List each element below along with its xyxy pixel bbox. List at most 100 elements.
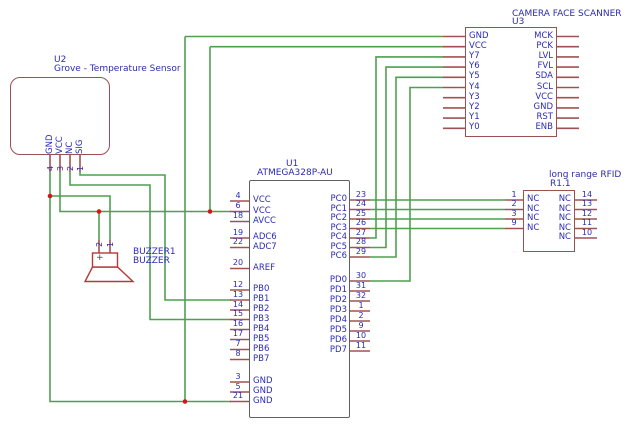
pin-label-scl: SCL: [536, 81, 553, 92]
temp-sensor-pin-stubs: [49, 155, 81, 172]
pin-label-pc6: PC6: [330, 251, 347, 261]
pin-number-13: 13: [232, 289, 244, 299]
mcu-body[interactable]: [249, 180, 350, 418]
pin-label-adc6: ADC6: [253, 232, 277, 242]
junction-dot: [207, 209, 213, 214]
junction-dot: [47, 193, 53, 199]
pin-number-2: 2: [511, 199, 517, 208]
pin-label-pb1: PB1: [253, 294, 270, 304]
buzzer-ref: BUZZER1: [133, 247, 176, 257]
pin-label-y4: Y4: [469, 81, 480, 92]
pin-label-pb5: PB5: [253, 333, 270, 344]
pin-number-2: 2: [358, 310, 364, 320]
buzzer-base: [91, 252, 119, 268]
rfid-body[interactable]: [523, 190, 575, 252]
pin-label-pb7: PB7: [253, 353, 270, 364]
pin-number-9: 9: [511, 218, 517, 227]
pin-label-vcc: VCC: [535, 91, 553, 102]
pin-number-6: 6: [235, 201, 241, 210]
pin-number-3: 3: [235, 371, 241, 381]
gnd-net-wire: [49, 35, 443, 403]
pin-label-pb2: PB2: [253, 304, 270, 314]
buzzer-pin-stubs: [98, 240, 111, 253]
pin-number-2: 2: [65, 165, 75, 171]
pin-number-26: 26: [355, 218, 367, 227]
junction-dot: [182, 399, 188, 404]
sig-to-pb1-wire: [79, 172, 231, 301]
pin-number-24: 24: [355, 199, 367, 208]
pin-number-1: 1: [358, 300, 364, 310]
pin-label-gnd: GND: [253, 376, 273, 386]
pin-label-y3: Y3: [469, 91, 480, 102]
pin-label-pd0: PD0: [329, 275, 347, 285]
pin-number-23: 23: [355, 189, 367, 199]
pin-label-adc7: ADC7: [253, 241, 277, 252]
pin-number-7: 7: [235, 339, 241, 348]
pin-label-pb4: PB4: [253, 323, 270, 334]
pin-label-nc: NC: [558, 203, 571, 214]
pc4-to-y7-wire: [370, 56, 443, 239]
pin-label-pc4: PC4: [330, 232, 347, 242]
pin-number-12: 12: [581, 208, 593, 218]
buzzer-symbol[interactable]: [83, 252, 135, 283]
pin-number-13: 13: [581, 199, 593, 208]
pin-number-10: 10: [355, 330, 367, 340]
pin-label-rst: RST: [536, 112, 554, 123]
nc-to-pb3-wire: [69, 172, 231, 321]
pin-label-pd5: PD5: [329, 325, 347, 335]
pin-number-3: 3: [511, 208, 517, 218]
pin-number-1: 1: [511, 189, 517, 199]
pin-label-nc: NC: [527, 203, 540, 214]
pin-number-19: 19: [232, 227, 244, 237]
pin-label-sda: SDA: [535, 71, 553, 82]
pin-label-y0: Y0: [469, 122, 480, 133]
camera-title: CAMERA FACE SCANNER: [512, 9, 622, 19]
pin-number-11: 11: [581, 218, 593, 227]
junction-dot: [96, 209, 102, 214]
pin-label-pc0: PC0: [330, 194, 347, 204]
camera-body[interactable]: [465, 27, 557, 137]
pin-label-aref: AREF: [253, 262, 275, 273]
pin-label-pd7: PD7: [329, 345, 347, 355]
pin-label-y5: Y5: [469, 71, 480, 82]
pin-label-nc: NC: [558, 232, 571, 242]
camera-left-pin-stubs: [443, 35, 465, 130]
pd0-to-y4-wire: [370, 86, 443, 282]
mcu-left-pin-stubs: [230, 200, 250, 403]
pin-label-nc: NC: [558, 222, 571, 233]
pin-label-pb0: PB0: [253, 284, 270, 294]
camera-right-pin-stubs: [557, 35, 579, 130]
pin-number-27: 27: [355, 227, 367, 237]
pin-number-28: 28: [355, 237, 367, 246]
camera-ref: U3: [512, 17, 525, 27]
pin-label-pb6: PB6: [253, 343, 270, 354]
pin-label-pd3: PD3: [329, 305, 347, 315]
pin-label-gnd: GND: [253, 395, 273, 406]
pin-label-y7: Y7: [469, 50, 480, 61]
pin-label-nc: NC: [64, 141, 75, 154]
pin-label-pck: PCK: [536, 40, 553, 51]
rfid-title: long range RFID: [549, 170, 622, 180]
pin-number-22: 22: [232, 237, 244, 246]
pin-number-20: 20: [232, 258, 244, 267]
pin-label-fvl: FVL: [537, 61, 553, 72]
pin-number-1: 1: [75, 165, 85, 171]
pin-number-32: 32: [355, 290, 367, 300]
pin-label-y2: Y2: [469, 101, 480, 112]
temp-sensor-body[interactable]: [10, 77, 110, 155]
pin-label-pd1: PD1: [329, 285, 347, 295]
pin-label-gnd: GND: [469, 30, 489, 41]
pc6-to-y5-wire: [370, 76, 443, 258]
vcc-net-wire: [59, 45, 443, 240]
pin-number-16: 16: [232, 319, 244, 328]
pin-number-10: 10: [581, 227, 593, 237]
mcu-right-pin-stubs: [350, 199, 370, 352]
pin-number-17: 17: [232, 329, 244, 338]
pin-number-15: 15: [232, 309, 244, 318]
rfid-left-pin-stubs: [505, 199, 523, 230]
pin-label-y1: Y1: [469, 112, 480, 123]
pin-label-pc5: PC5: [330, 241, 347, 252]
pin-number-5: 5: [235, 381, 241, 391]
pin-number-30: 30: [355, 270, 367, 280]
